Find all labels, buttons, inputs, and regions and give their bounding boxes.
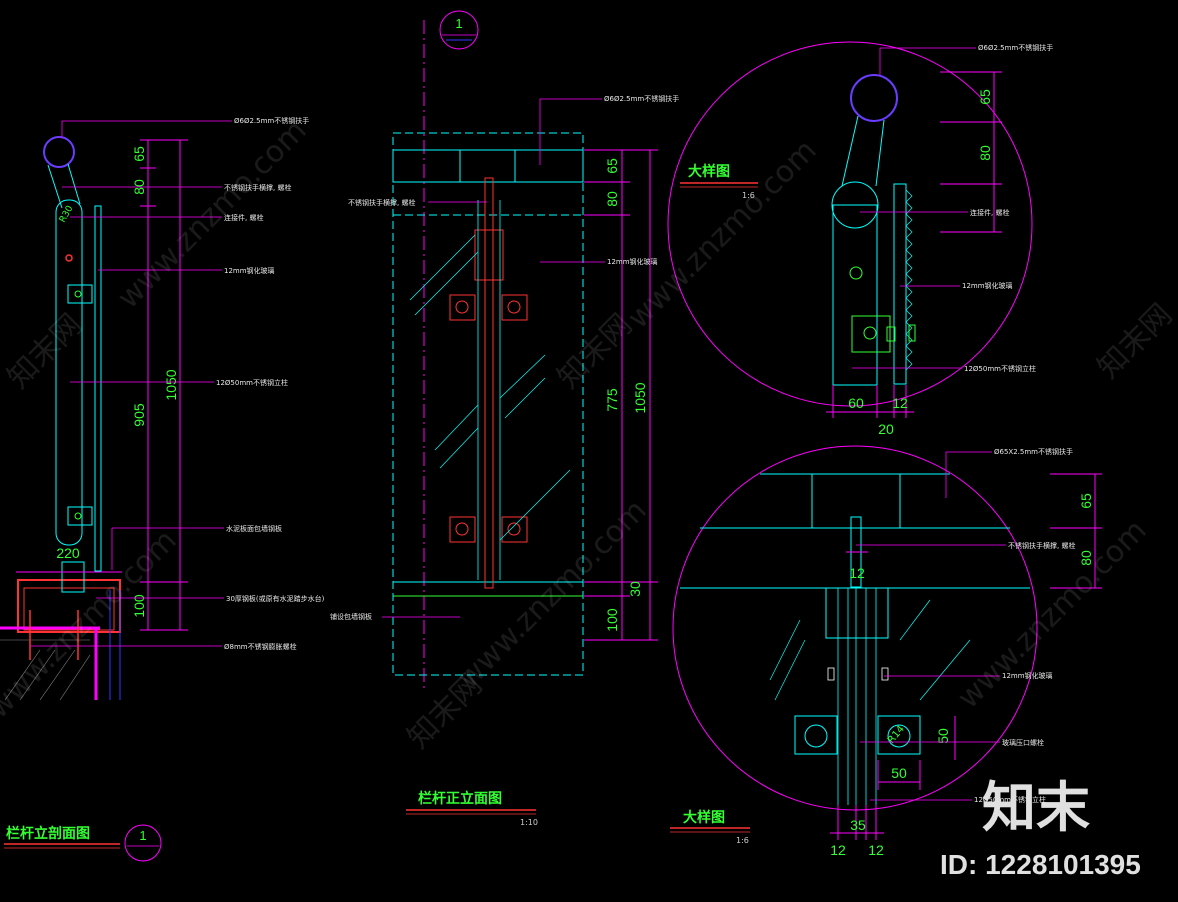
section-title: 栏杆立剖面图	[6, 825, 90, 842]
detail-bottom-title: 大样图	[683, 809, 725, 826]
section-dim-1050: 1050	[163, 369, 179, 400]
front-dim-1050: 1050	[632, 382, 648, 413]
detail-top-note-0: Ø6Ø2.5mm不锈钢扶手	[978, 43, 1053, 52]
section-note-3: 12mm钢化玻璃	[224, 266, 275, 275]
front-note-3: 铺设包墙钢板	[330, 612, 372, 621]
detail-bottom-dim-35: 35	[850, 817, 866, 833]
detail-top-scale: 1:6	[742, 191, 755, 200]
detail-top-title: 大样图	[688, 163, 730, 180]
section-note-2: 连接件, 螺栓	[224, 213, 263, 222]
detail-top: 大样图 1:6 65 80 60 12	[667, 41, 1053, 437]
detail-bottom-circle	[672, 445, 1038, 811]
front-note-0: Ø6Ø2.5mm不锈钢扶手	[604, 94, 679, 103]
detail-bottom-note-4: 12Ø50mm不锈钢立柱	[974, 795, 1046, 804]
detail-bottom-dim-50a: 50	[935, 728, 951, 744]
detail-top-circle	[667, 41, 1033, 407]
front-dim-65: 65	[604, 158, 620, 174]
detail-bottom-dim-50b: 50	[891, 765, 907, 781]
front-dim-775: 775	[604, 388, 620, 412]
detail-bottom-scale: 1:6	[736, 836, 749, 845]
section-dim-905: 905	[131, 403, 147, 427]
section-note-7: Ø8mm不锈钢膨胀螺栓	[224, 642, 297, 651]
detail-top-note-2: 12mm钢化玻璃	[962, 281, 1013, 290]
front-dim-30: 30	[627, 581, 643, 597]
detail-bottom-note-1: 不锈钢扶手横撑, 螺栓	[1008, 541, 1075, 550]
detail-bottom-dim-80: 80	[1078, 550, 1094, 566]
section-note-4: 12Ø50mm不锈钢立柱	[216, 378, 288, 387]
front-note-1: 不锈钢扶手横撑, 螺栓	[348, 198, 415, 207]
section-view: R30	[0, 116, 325, 862]
detail-bottom: R14 65 80 12 50 50	[670, 445, 1102, 858]
section-post	[55, 199, 83, 546]
front-scale: 1:10	[520, 818, 538, 827]
watermark-logo: 知末	[982, 776, 1090, 839]
detail-bottom-dim-65: 65	[1078, 493, 1094, 509]
section-note-1: 不锈钢扶手横撑, 螺栓	[224, 183, 291, 192]
section-glass	[94, 205, 102, 572]
section-dim-100: 100	[131, 594, 147, 618]
front-dim-80: 80	[604, 191, 620, 207]
detail-bottom-note-2: 12mm钢化玻璃	[1002, 671, 1053, 680]
section-bubble	[124, 824, 162, 862]
detail-top-note-1: 连接件, 螺栓	[970, 208, 1009, 217]
detail-bottom-dim-12c: 12	[868, 842, 884, 858]
front-view: 1	[330, 10, 679, 827]
detail-bottom-note-0: Ø65X2.5mm不锈钢扶手	[994, 447, 1073, 456]
section-note-6: 30厚钢板(或原有水泥踏步水台)	[226, 594, 325, 603]
front-bubble	[439, 10, 479, 50]
front-bubble-number: 1	[455, 16, 462, 31]
detail-top-dim-80: 80	[977, 145, 993, 161]
detail-bottom-note-3: 玻璃压口螺栓	[1002, 738, 1044, 747]
section-dim-65: 65	[131, 146, 147, 162]
section-bubble-number: 1	[139, 828, 146, 843]
front-title: 栏杆正立面图	[418, 790, 502, 807]
detail-top-dim-65: 65	[977, 89, 993, 105]
detail-top-dim-60: 60	[848, 395, 864, 411]
section-note-5: 水泥板面包墙钢板	[226, 524, 282, 533]
front-dim-100: 100	[604, 608, 620, 632]
detail-top-dim-12: 12	[892, 395, 908, 411]
detail-bottom-dim-12b: 12	[830, 842, 846, 858]
handrail-circle	[43, 136, 75, 168]
section-dim-220: 220	[56, 545, 80, 561]
section-note-0: Ø6Ø2.5mm不锈钢扶手	[234, 116, 309, 125]
watermark-id: ID: 1228101395	[940, 849, 1141, 880]
detail-top-note-3: 12Ø50mm不锈钢立柱	[964, 364, 1036, 373]
detail-bottom-dim-12a: 12	[849, 565, 865, 581]
detail-top-dim-20: 20	[878, 421, 894, 437]
front-note-2: 12mm钢化玻璃	[607, 257, 658, 266]
